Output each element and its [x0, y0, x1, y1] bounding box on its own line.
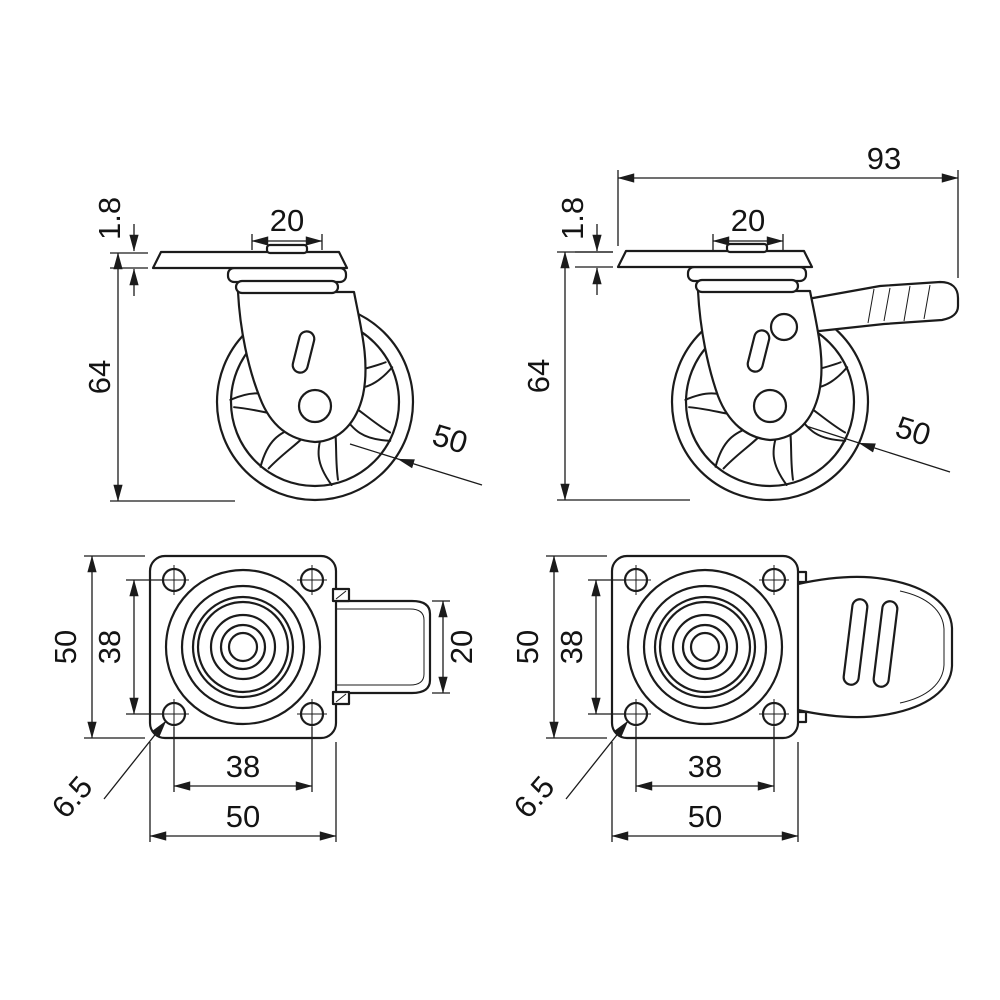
kingpin-head	[725, 242, 769, 254]
nut-hatch	[335, 693, 347, 703]
dim-text-wheel-width: 20	[444, 630, 479, 664]
wheel-tread-line	[336, 608, 425, 686]
dim-text-hole-pitch-v: 38	[92, 630, 127, 664]
leader-tail	[349, 443, 399, 460]
top-plate-side	[616, 249, 814, 269]
dim-text-plate-size-h: 50	[226, 799, 260, 834]
dim-hole-pitch-h: 38	[635, 727, 775, 792]
brake-pedal	[800, 280, 960, 334]
dim-text-hole-pitch-h: 38	[688, 749, 722, 784]
dim-text-plate-size-v: 50	[48, 630, 83, 664]
mounting-plate	[148, 554, 338, 740]
swivel-ring	[180, 584, 306, 710]
dim-text-overall-height: 64	[82, 360, 117, 394]
dim-text-top-width: 20	[731, 203, 765, 238]
view-plan-braked: 50 38 38 50 6.5	[507, 554, 954, 842]
dim-plate-size-h: 50	[149, 742, 337, 842]
axle-hub-hole	[752, 388, 788, 424]
ext-lines	[173, 727, 313, 792]
brake-housing-outline	[796, 575, 954, 719]
leader-line	[397, 458, 483, 486]
dim-overall-length: 93	[617, 141, 959, 278]
kingpin-head	[265, 243, 309, 255]
swivel-ring	[626, 568, 784, 726]
ext-lines	[617, 170, 959, 278]
dim-text-hole-diameter: 6.5	[45, 769, 100, 824]
ext-lines	[149, 742, 337, 842]
dim-text-plate-thickness: 1.8	[92, 197, 127, 240]
dim-hole-diameter: 6.5	[507, 720, 629, 825]
dim-top-width: 20	[712, 203, 784, 250]
view-side-braked: 93 1.8 20 64 50	[521, 141, 960, 501]
dim-plate-size-v: 50	[48, 555, 145, 739]
dim-hole-pitch-h: 38	[173, 727, 313, 792]
pedal-grip-hatch	[867, 284, 931, 324]
dim-text-top-width: 20	[270, 203, 304, 238]
swivel-ring	[191, 595, 295, 699]
swivel-ring	[219, 623, 267, 671]
dim-text-wheel-diameter: 50	[891, 409, 934, 453]
kingpin-center	[227, 631, 259, 663]
leader-line	[103, 720, 167, 800]
leader-tail	[805, 425, 860, 444]
dim-plate-size-v: 50	[510, 555, 607, 739]
dim-text-hole-diameter: 6.5	[507, 769, 562, 824]
swivel-ring	[164, 568, 322, 726]
brake-housing-inner-line	[899, 590, 945, 704]
ext-lines	[611, 742, 799, 842]
pedal-slot	[842, 598, 869, 686]
dim-text-hole-pitch-h: 38	[226, 749, 260, 784]
ext-lines	[110, 252, 148, 269]
brake-pivot-bolt	[769, 312, 799, 342]
dim-hole-diameter: 6.5	[45, 720, 167, 825]
dim-text-plate-size-h: 50	[688, 799, 722, 834]
pedal-slot	[872, 600, 899, 688]
brake-lever	[800, 280, 960, 334]
dim-hole-pitch-v: 38	[554, 579, 624, 715]
leader-line	[565, 720, 629, 800]
dim-overall-height: 64	[521, 251, 690, 501]
swivel-ring	[209, 613, 277, 681]
leader-line	[858, 442, 951, 473]
dim-wheel-diameter: 50	[349, 417, 483, 486]
fork-slot	[291, 330, 316, 374]
dim-plate-thickness: 1.8	[92, 197, 148, 296]
dim-text-overall-length: 93	[867, 141, 901, 176]
dim-wheel-width: 20	[432, 600, 479, 694]
dim-text-hole-pitch-v: 38	[554, 630, 589, 664]
swivel-raceway-lower	[234, 279, 340, 295]
dim-plate-thickness: 1.8	[555, 197, 613, 295]
wheel-plan-outline	[334, 599, 432, 695]
swivel-ring	[196, 600, 290, 694]
dim-text-overall-height: 64	[521, 359, 556, 393]
swivel-ring	[642, 584, 768, 710]
swivel-raceway-lower	[694, 278, 800, 294]
fork-slot	[746, 329, 771, 373]
ext-lines	[635, 727, 775, 792]
hole-center-marks	[159, 565, 327, 729]
mounting-plate	[610, 554, 800, 740]
ext-lines	[575, 251, 613, 268]
swivel-ring	[681, 623, 729, 671]
ext-lines	[557, 251, 690, 501]
view-side-swivel: 1.8 20 64 50	[82, 197, 483, 502]
axle-hub-hole	[297, 388, 333, 424]
dim-text-wheel-diameter: 50	[428, 417, 471, 461]
swivel-ring	[658, 600, 752, 694]
swivel-ring	[653, 595, 757, 699]
dim-plate-size-h: 50	[611, 742, 799, 842]
dim-hole-pitch-v: 38	[92, 579, 162, 715]
dim-text-plate-thickness: 1.8	[555, 197, 590, 240]
nut-hatch	[335, 590, 347, 600]
top-plate-side	[151, 250, 349, 270]
kingpin-center	[689, 631, 721, 663]
view-plan-swivel: 50 38 20 38 50 6.5	[45, 554, 479, 842]
dim-top-width: 20	[251, 203, 323, 250]
dim-text-plate-size-v: 50	[510, 630, 545, 664]
hole-center-marks	[621, 565, 789, 729]
dim-overall-height: 64	[82, 252, 235, 502]
swivel-ring	[671, 613, 739, 681]
